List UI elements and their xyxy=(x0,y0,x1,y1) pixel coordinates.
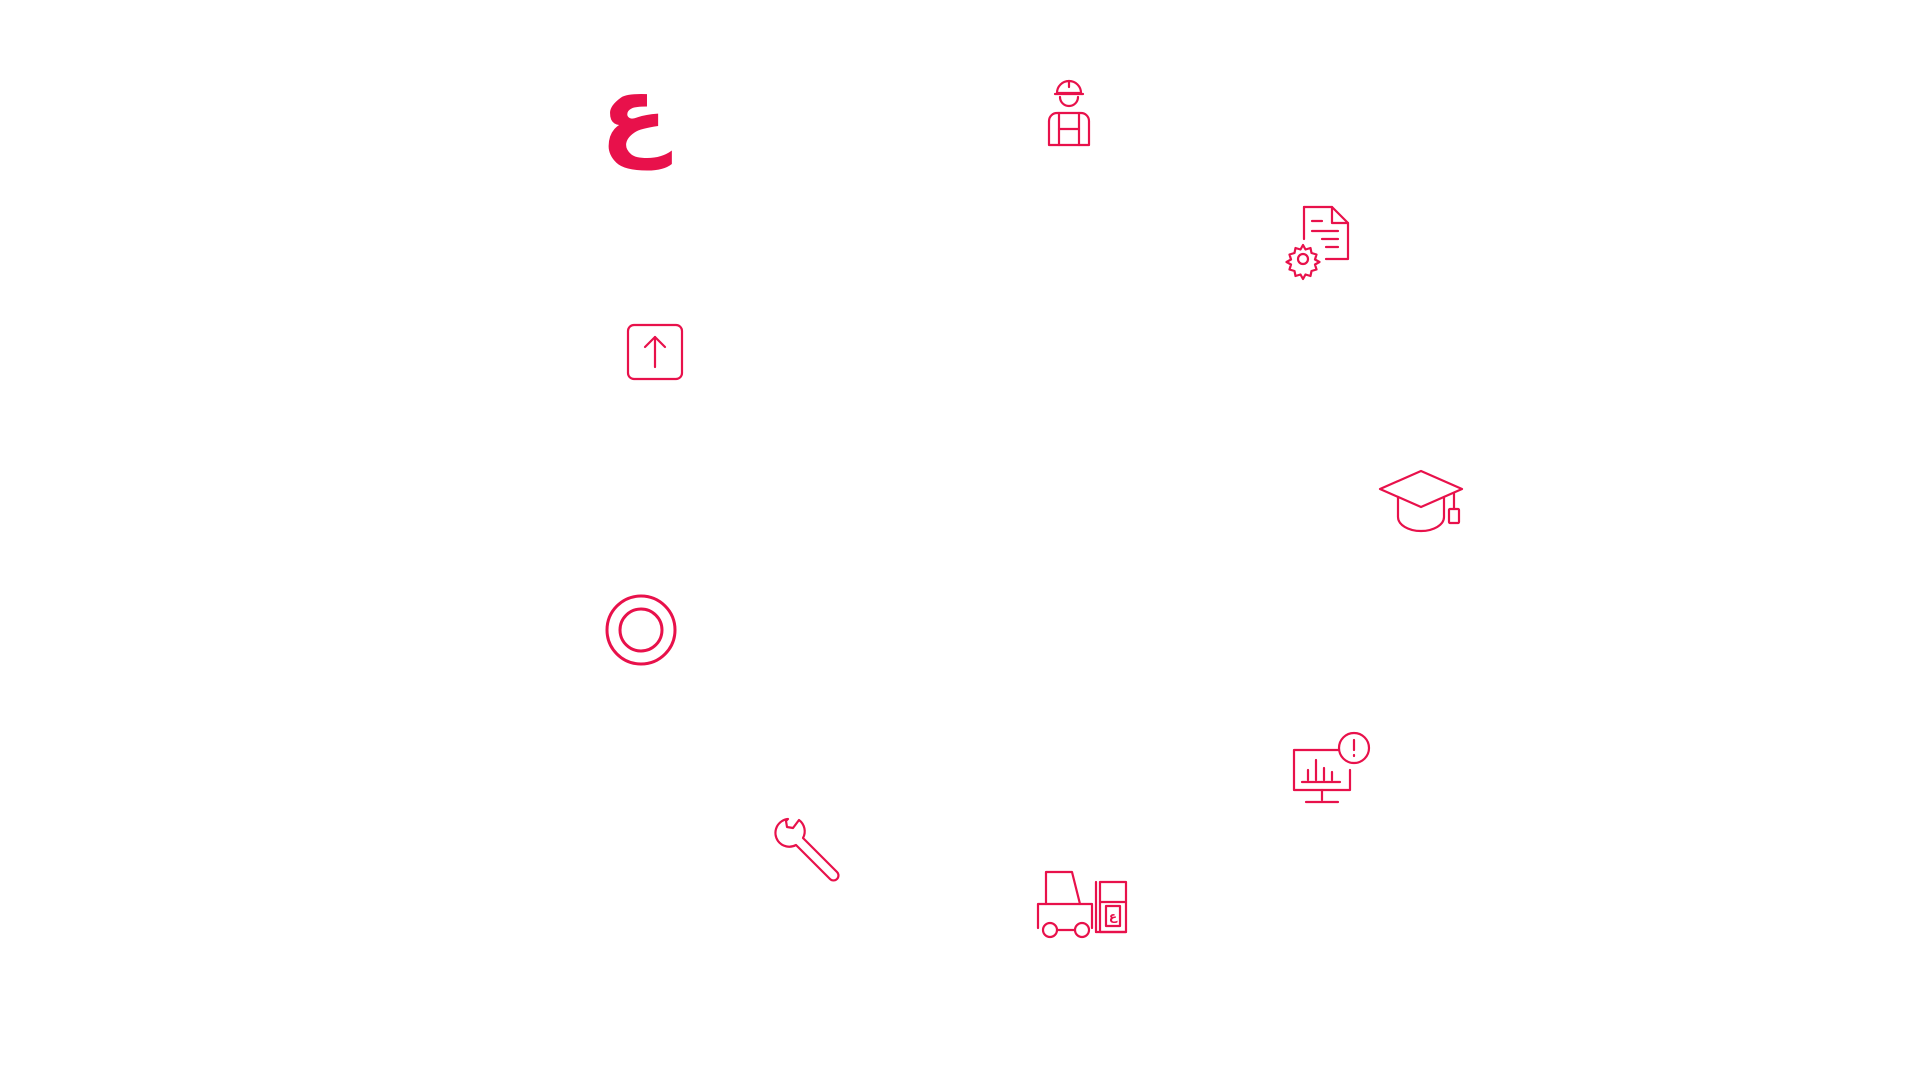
brand-logo-glyph: ع xyxy=(599,53,669,170)
forklift-icon: ع xyxy=(1036,868,1128,940)
ring-target-icon xyxy=(604,593,678,667)
document-settings-icon xyxy=(1285,205,1352,281)
upload-box-icon xyxy=(626,323,684,381)
forklift-box-glyph: ع xyxy=(1108,909,1118,923)
brand-logo-icon: ع xyxy=(590,62,678,162)
monitor-chart-alert-icon xyxy=(1290,730,1371,806)
wrench-icon xyxy=(774,815,844,885)
construction-worker-icon xyxy=(1041,77,1097,149)
graduation-cap-icon xyxy=(1378,469,1464,535)
